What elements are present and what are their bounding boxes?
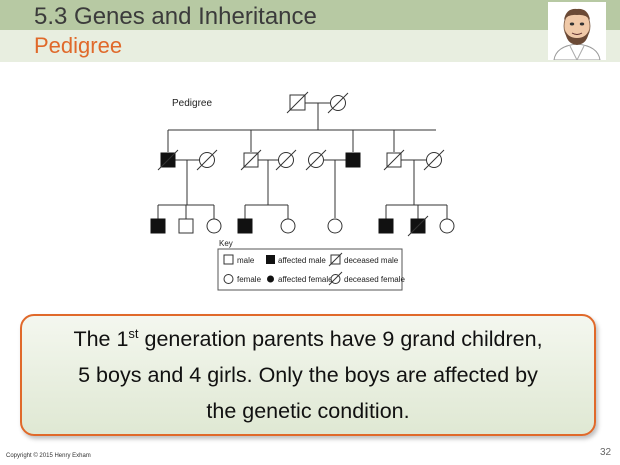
- callout-text: The 1st generation parents have 9 grand …: [38, 321, 578, 429]
- callout-line1-pre: The 1: [73, 327, 129, 351]
- key-deceased-female-label: deceased female: [344, 275, 405, 284]
- gen3-female-6: [327, 218, 343, 234]
- key-male-symbol: [223, 254, 234, 265]
- gen2-affected-male-3: [345, 152, 361, 168]
- subtitle-band: [0, 30, 620, 62]
- deceased-mark: [328, 252, 343, 267]
- deceased-mark: [196, 149, 218, 171]
- key-box: [217, 248, 403, 291]
- key-affected-male-label: affected male: [278, 256, 326, 265]
- pedigree-label: Pedigree: [172, 98, 212, 109]
- gen1-male-deceased-mark: [286, 91, 309, 114]
- key-female-symbol: [223, 274, 234, 284]
- gen3-female-5: [280, 218, 296, 234]
- deceased-mark: [305, 149, 327, 171]
- deceased-mark: [240, 149, 262, 171]
- deceased-mark: [157, 149, 179, 171]
- key-affected-female-label: affected female: [278, 275, 333, 284]
- gen3-affected-male-4: [237, 218, 253, 234]
- deceased-mark: [275, 149, 297, 171]
- gen3-female-9: [439, 218, 455, 234]
- pedigree-lines: [157, 102, 448, 219]
- header-band: [0, 0, 620, 30]
- slide-subtitle: Pedigree: [34, 33, 123, 58]
- key-male-label: male: [237, 256, 255, 265]
- pedigree-diagram: Pedigree: [150, 91, 455, 291]
- key-affected-male-symbol: [266, 255, 275, 264]
- gen1-female-deceased-mark: [327, 92, 349, 114]
- deceased-mark: [383, 149, 405, 171]
- gen3-affected-male-1: [150, 218, 166, 234]
- key-affected-female-symbol: [267, 275, 274, 283]
- deceased-mark: [423, 149, 445, 171]
- summary-callout: The 1st generation parents have 9 grand …: [20, 314, 596, 436]
- key-deceased-male-label: deceased male: [344, 256, 399, 265]
- callout-line2: 5 boys and 4 girls. Only the boys are af…: [78, 363, 538, 387]
- copyright-notice: Copyright © 2015 Henry Exham: [6, 453, 91, 459]
- deceased-mark: [328, 271, 343, 286]
- deceased-mark: [407, 215, 429, 237]
- slide-number: 32: [600, 447, 612, 458]
- gen3-affected-male-7: [378, 218, 394, 234]
- slide-title: 5.3 Genes and Inheritance: [34, 3, 317, 30]
- callout-line1-sup: st: [128, 325, 139, 341]
- key-female-label: female: [237, 275, 262, 284]
- callout-line1-post: generation parents have 9 grand children…: [138, 327, 543, 351]
- gen3-male-2: [178, 218, 194, 234]
- key-heading: Key: [219, 239, 233, 248]
- presenter-avatar: [548, 2, 606, 60]
- gen3-female-3: [206, 218, 222, 234]
- callout-line3: the genetic condition.: [206, 399, 410, 423]
